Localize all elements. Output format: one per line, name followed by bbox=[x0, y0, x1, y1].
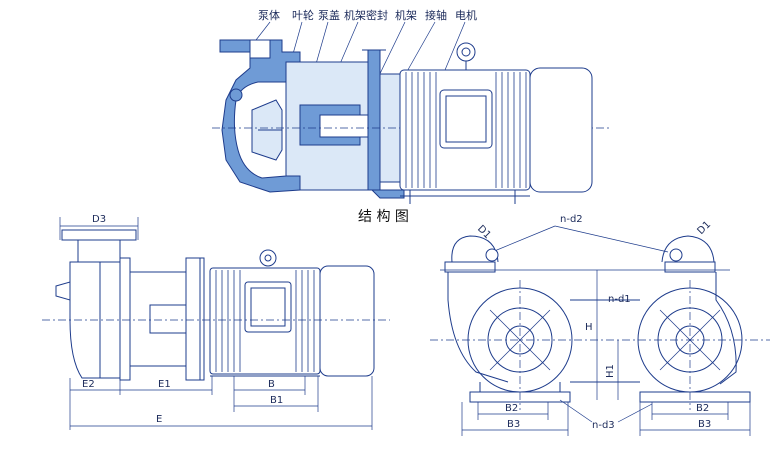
dim-b: B bbox=[268, 379, 275, 390]
motor-fins bbox=[405, 72, 527, 188]
label-frame: 机架 bbox=[395, 8, 417, 22]
dim-b1: B1 bbox=[270, 395, 283, 406]
dim-h1: H1 bbox=[605, 364, 616, 378]
dim-n-d2: n-d2 bbox=[560, 214, 583, 225]
dim-e: E bbox=[156, 414, 162, 425]
label-shaft: 接轴 bbox=[425, 8, 447, 22]
label-pump-body: 泵体 bbox=[258, 8, 280, 22]
dim-d1-right: D1 bbox=[696, 219, 714, 237]
dim-h: H bbox=[585, 322, 593, 333]
dim-n-d1: n-d1 bbox=[608, 294, 631, 305]
front-dimension-view: n-d2 D1 D1 H bbox=[430, 214, 770, 436]
dim-b3-left: B3 bbox=[507, 419, 520, 430]
dim-b2-left: B2 bbox=[505, 403, 518, 414]
structure-view: 泵体 叶轮 泵盖 机架密封 机架 接轴 电机 bbox=[212, 8, 610, 225]
dim-d3: D3 bbox=[92, 214, 106, 225]
dim-b2-right: B2 bbox=[696, 403, 709, 414]
side-dimension-view: D3 bbox=[42, 214, 390, 430]
label-impeller: 叶轮 bbox=[292, 8, 314, 22]
dim-n-d3: n-d3 bbox=[592, 420, 615, 431]
dim-e2: E2 bbox=[82, 379, 95, 390]
dim-e1: E1 bbox=[158, 379, 171, 390]
dim-b3-right: B3 bbox=[698, 419, 711, 430]
label-pump-cover: 泵盖 bbox=[318, 8, 340, 22]
structure-caption: 结 构 图 bbox=[358, 209, 409, 225]
frame bbox=[285, 49, 405, 199]
label-motor: 电机 bbox=[455, 8, 477, 22]
impeller bbox=[251, 99, 283, 161]
label-frame-seal: 机架密封 bbox=[344, 8, 388, 22]
motor bbox=[399, 42, 593, 204]
